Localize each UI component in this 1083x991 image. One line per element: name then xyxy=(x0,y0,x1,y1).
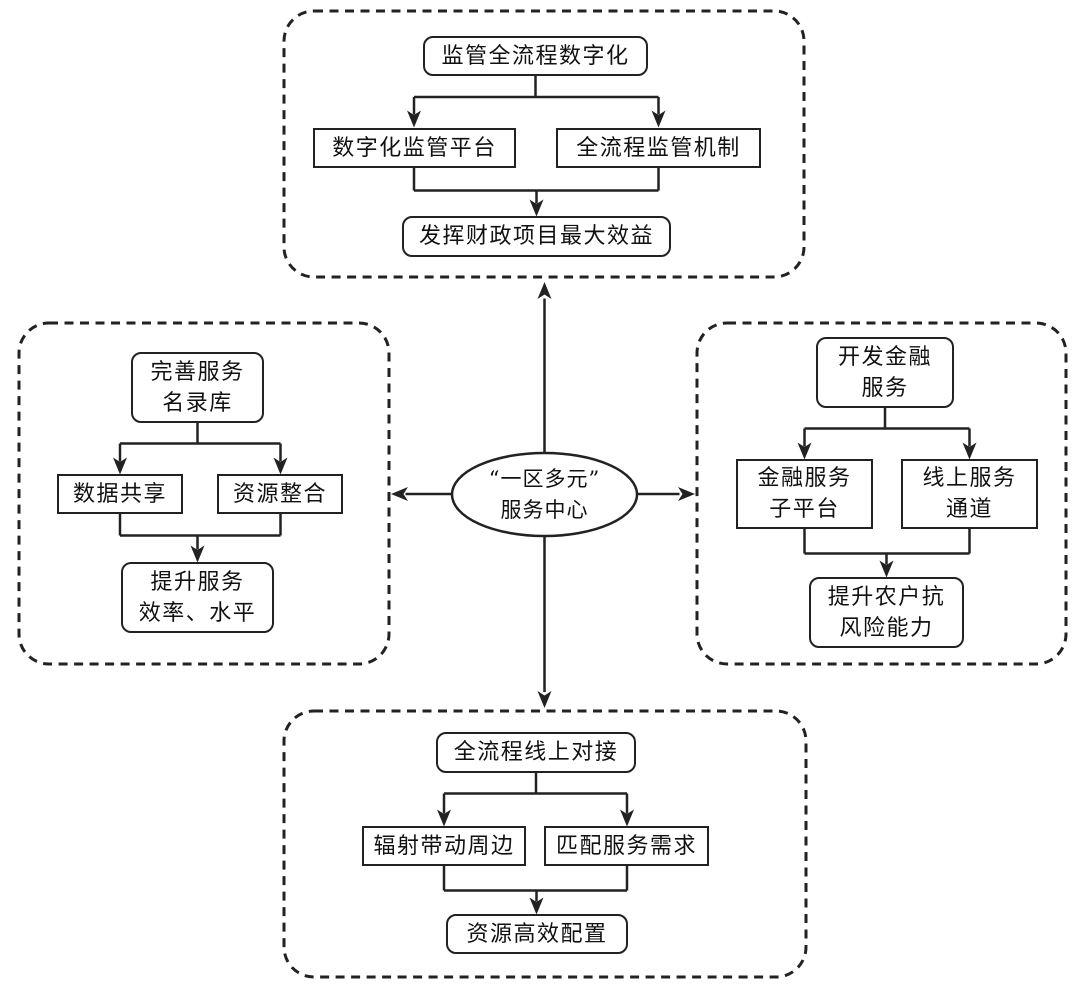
center-arrowhead-left xyxy=(391,487,408,501)
left-panel-head-box: 完善服务 名录库 xyxy=(131,352,264,423)
right-panel-branch-right-box: 线上服务 通道 xyxy=(901,459,1038,529)
bottom-panel-border xyxy=(282,709,808,979)
top-panel-result-box: 发挥财政项目最大效益 xyxy=(402,216,671,257)
left-panel-border xyxy=(17,321,391,666)
right-panel-connectors xyxy=(803,408,971,565)
top-panel-head-box: 监管全流程数字化 xyxy=(423,36,648,76)
center-arrowhead-down xyxy=(537,691,552,708)
top-panel-branch-left-box: 数字化监管平台 xyxy=(313,128,516,168)
left-panel-branch-right-box: 资源整合 xyxy=(217,474,343,514)
top-panel-border xyxy=(282,9,806,279)
top-panel-branch-right-box: 全流程监管机制 xyxy=(556,128,761,168)
center-cross-lines xyxy=(405,298,680,692)
top-panel-connectors xyxy=(412,76,660,204)
center-arrowhead-right xyxy=(678,487,695,501)
bottom-panel-connectors xyxy=(442,773,629,902)
right-panel-branch-left-box: 金融服务 子平台 xyxy=(736,459,873,529)
right-panel-head-box: 开发金融 服务 xyxy=(816,337,954,408)
left-panel-connectors xyxy=(118,423,282,550)
center-ellipse xyxy=(450,451,639,538)
bottom-panel-result-box: 资源高效配置 xyxy=(446,914,628,954)
center-ellipse-label: “一区多元” 服务中心 xyxy=(488,467,601,522)
center-arrowhead-up xyxy=(537,282,552,299)
right-panel-border xyxy=(695,321,1068,666)
left-panel-branch-left-box: 数据共享 xyxy=(57,474,183,514)
bottom-panel-branch-right-box: 匹配服务需求 xyxy=(544,826,709,866)
bottom-panel-head-box: 全流程线上对接 xyxy=(436,732,636,773)
left-panel-result-box: 提升服务 效率、水平 xyxy=(121,562,274,633)
right-panel-result-box: 提升农户抗 风险能力 xyxy=(809,577,964,648)
bottom-panel-branch-left-box: 辐射带动周边 xyxy=(362,826,526,866)
